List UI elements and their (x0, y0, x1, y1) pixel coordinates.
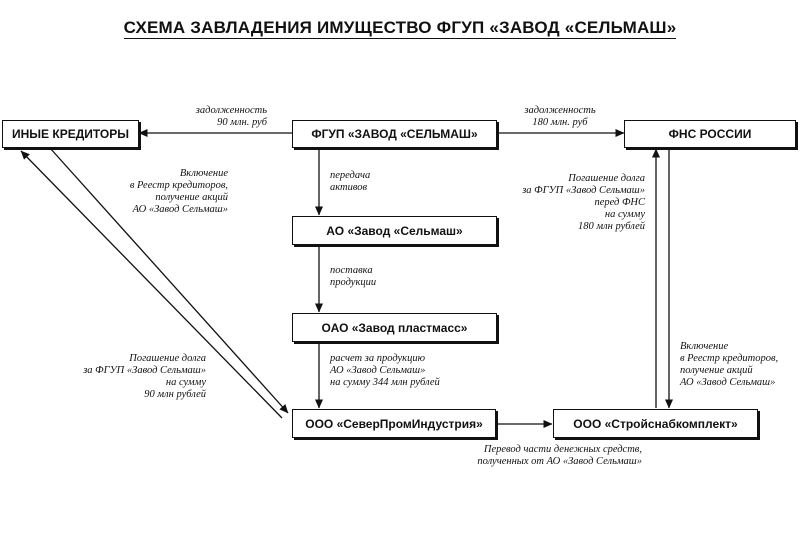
label-payment-products: расчет за продукцию АО «Завод Сельмаш» н… (330, 353, 440, 388)
diagram-title: СХЕМА ЗАВЛАДЕНИЯ ИМУЩЕСТВО ФГУП «ЗАВОД «… (123, 18, 677, 39)
arrow-creditors-to-severprom (49, 147, 289, 414)
label-transfer-funds: Перевод части денежных средств, полученн… (477, 444, 642, 467)
node-fns-russia: ФНС РОССИИ (624, 120, 796, 148)
label-transfer-assets: передача активов (330, 170, 371, 193)
label-fns-repay: Погашение долга за ФГУП «Завод Сельмаш» … (522, 173, 645, 232)
node-ao-selmash: АО «Завод «Сельмаш» (292, 216, 497, 245)
node-other-creditors: ИНЫЕ КРЕДИТОРЫ (2, 120, 139, 148)
node-severpromindustriya: ООО «СеверПромИндустрия» (292, 409, 496, 438)
node-stroysnabkomplekt: ООО «Стройснабкомплект» (553, 409, 758, 438)
label-debt-fns: задолженность 180 млн. руб (524, 105, 596, 128)
node-fgup-selmash: ФГУП «ЗАВОД «СЕЛЬМАШ» (292, 120, 497, 148)
label-supply-products: поставка продукции (330, 265, 377, 288)
arrow-severprom-to-creditors (20, 150, 283, 419)
label-creditors-registry: Включение в Реестр кредиторов, получение… (129, 168, 228, 215)
label-debt-creditors: задолженность 90 млн. руб (195, 105, 267, 128)
node-oao-plastmass: ОАО «Завод пластмасс» (292, 313, 497, 342)
label-creditors-repay: Погашение долга за ФГУП «Завод Сельмаш» … (83, 353, 206, 400)
label-fns-registry: Включение в Реестр кредиторов, получение… (680, 341, 779, 388)
